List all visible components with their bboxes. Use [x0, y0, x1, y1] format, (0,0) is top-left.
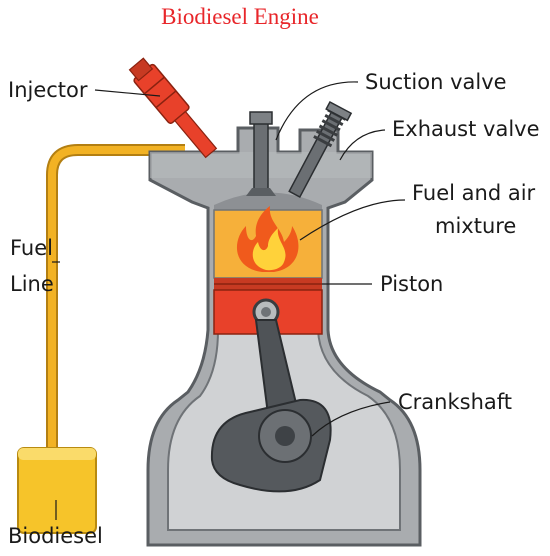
label-suction-valve: Suction valve — [365, 70, 507, 94]
label-exhaust-valve: Exhaust valve — [392, 117, 540, 141]
leader-suction — [275, 81, 359, 141]
fuel-line — [46, 144, 185, 450]
injector-icon — [128, 57, 218, 159]
chamber-top — [214, 192, 322, 212]
suction-valve — [246, 111, 276, 196]
flame-icon — [236, 206, 299, 272]
exhaust-valve — [288, 100, 353, 198]
fuel-line-fill — [48, 146, 185, 450]
label-crankshaft: Crankshaft — [398, 390, 513, 414]
diagram-title: Biodiesel Engine — [161, 4, 319, 29]
label-fuel-line2: Line — [10, 272, 54, 296]
label-injector: Injector — [8, 78, 88, 102]
label-fuel-line1: Fuel — [10, 236, 53, 260]
label-biodiesel: Biodiesel — [8, 524, 103, 548]
leader-fuel-air — [299, 199, 406, 241]
leader-crankshaft — [311, 401, 391, 437]
leader-injector — [94, 89, 161, 97]
label-fuel-air-line2: mixture — [435, 214, 517, 238]
label-piston: Piston — [380, 272, 444, 296]
biodiesel-tank — [17, 447, 97, 534]
crankshaft — [210, 398, 332, 493]
label-fuel-air-line1: Fuel and air — [412, 181, 536, 205]
leader-exhaust — [339, 129, 386, 161]
